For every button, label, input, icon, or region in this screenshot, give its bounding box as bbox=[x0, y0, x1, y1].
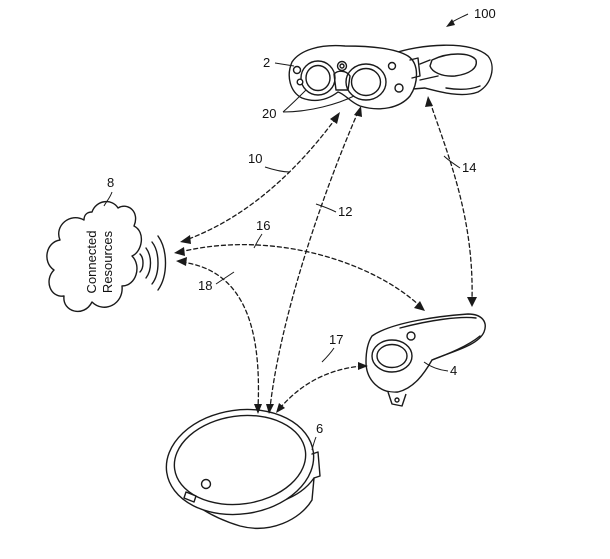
controller-label: 4 bbox=[450, 363, 457, 378]
link-17-label: 17 bbox=[329, 332, 343, 347]
connected-resources-cloud: Connected Resources bbox=[46, 201, 142, 313]
lens-leader-right bbox=[282, 95, 355, 113]
figure-number: 100 bbox=[474, 6, 496, 21]
link-17-leader bbox=[321, 347, 335, 363]
link-16-label: 16 bbox=[256, 218, 270, 233]
link-14-label: 14 bbox=[462, 160, 476, 175]
link-16-leader bbox=[253, 233, 263, 249]
resources-leader bbox=[103, 191, 113, 207]
link-headset-controller bbox=[425, 96, 477, 307]
resources-label: 8 bbox=[107, 175, 114, 190]
headset-label: 2 bbox=[263, 55, 270, 70]
belt-pack-device bbox=[165, 408, 321, 529]
cloud-text-line1: Connected bbox=[84, 231, 99, 294]
headset-device bbox=[288, 44, 493, 110]
link-18-label: 18 bbox=[198, 278, 212, 293]
link-12-leader bbox=[315, 203, 337, 213]
wireless-waves-icon bbox=[139, 235, 167, 291]
link-18-leader bbox=[215, 271, 235, 285]
link-10-label: 10 bbox=[248, 151, 262, 166]
pack-leader bbox=[311, 436, 317, 451]
link-pack-controller bbox=[276, 362, 368, 413]
link-headset-resources bbox=[180, 112, 340, 244]
link-12-label: 12 bbox=[338, 204, 352, 219]
link-10-leader bbox=[264, 166, 291, 173]
lens-label: 20 bbox=[262, 106, 276, 121]
link-14-leader bbox=[443, 155, 461, 169]
figure-arrow bbox=[446, 13, 469, 27]
link-headset-pack bbox=[266, 106, 362, 414]
headset-leader bbox=[274, 62, 295, 67]
handheld-controller bbox=[365, 313, 486, 407]
link-resources-pack bbox=[176, 257, 262, 414]
pack-label: 6 bbox=[316, 421, 323, 436]
controller-leader bbox=[423, 361, 449, 372]
link-resources-controller bbox=[174, 243, 425, 311]
cloud-text-line2: Resources bbox=[100, 230, 115, 293]
lens-leader-left bbox=[282, 89, 307, 113]
